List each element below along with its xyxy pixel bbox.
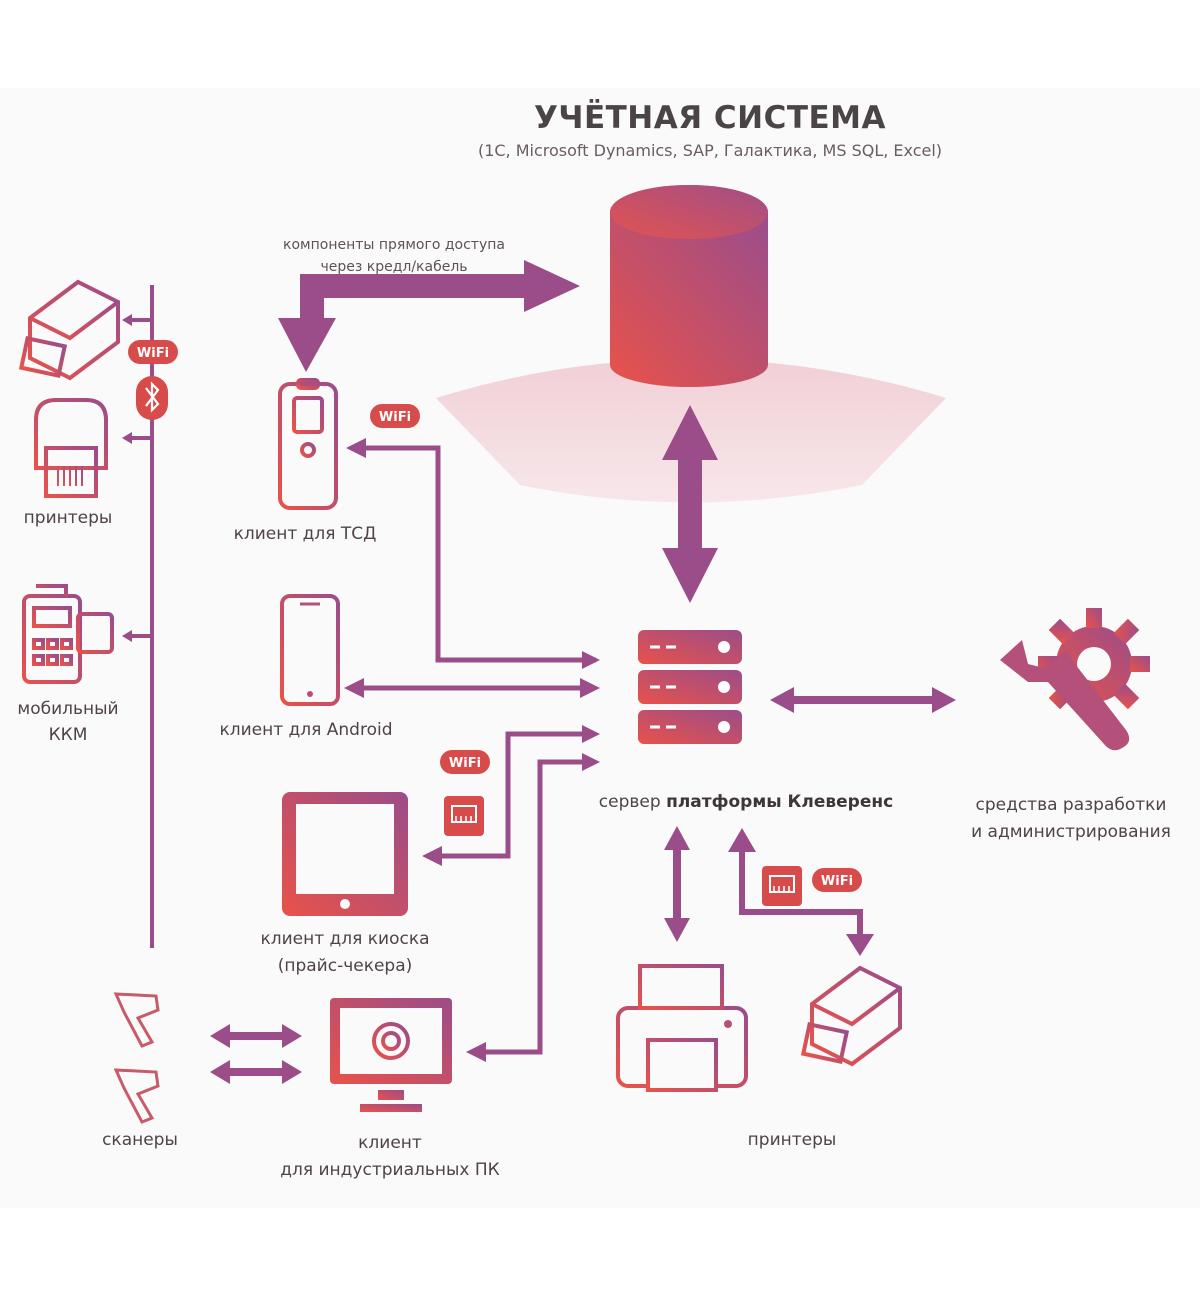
dev-tools-line2: и администрирования	[971, 822, 1171, 842]
printer-icon-left	[34, 398, 108, 498]
industrial-line2: для индустриальных ПК	[280, 1160, 500, 1180]
printer-arrow	[664, 826, 690, 942]
android-client-label: клиент для Android	[219, 720, 393, 740]
mobile-kkm-line2: ККМ	[48, 725, 88, 745]
printer-icon-bottom	[616, 964, 748, 1092]
page-subtitle: (1С, Microsoft Dynamics, SAP, Галактика,…	[477, 141, 943, 160]
tsd-icon	[278, 378, 338, 510]
tsd-connection	[364, 445, 596, 663]
mobile-kkm-icon	[22, 584, 114, 684]
wrench-gear-icon	[1000, 608, 1150, 751]
industrial-client-label: клиент для индустриальных ПК	[240, 1130, 540, 1184]
scanner-icon-2	[113, 1068, 160, 1124]
kiosk-line1: клиент для киоска	[260, 929, 430, 949]
server-icon	[638, 630, 742, 744]
android-phone-icon	[280, 594, 340, 706]
printers-bottom-label: принтеры	[747, 1130, 837, 1150]
direct-access-line2: через кредл/кабель	[320, 259, 468, 275]
scanner-arrows	[210, 1024, 302, 1084]
scanners-label: сканеры	[102, 1130, 178, 1150]
ethernet-badge-kiosk	[444, 796, 484, 836]
database-icon	[610, 185, 768, 387]
server-label-prefix: сервер	[598, 792, 667, 812]
direct-access-line1: компоненты прямого доступа	[283, 237, 505, 253]
diagram-panel	[0, 88, 1200, 1208]
bluetooth-badge	[136, 376, 168, 420]
label-printer-connection	[739, 850, 863, 936]
printers-left-label: принтеры	[23, 508, 113, 528]
svg-text:WiFi: WiFi	[821, 874, 853, 889]
mobile-kkm-label: мобильный ККМ	[0, 696, 136, 748]
kiosk-client-label: клиент для киоска (прайс-чекера)	[220, 926, 470, 980]
wifi-badge-left: WiFi	[128, 340, 178, 364]
kiosk-line2: (прайс-чекера)	[277, 956, 413, 976]
kiosk-tablet-icon	[282, 792, 408, 916]
label-printer-icon-left	[18, 279, 120, 381]
industrial-line1: клиент	[358, 1133, 422, 1153]
devtools-arrow	[770, 687, 956, 713]
page-title: УЧЁТНАЯ СИСТЕМА	[534, 100, 886, 136]
server-label-bold: платформы Клеверенс	[666, 792, 894, 812]
direct-access-label: компоненты прямого доступа через кредл/к…	[234, 234, 554, 278]
left-bus-arrowheads	[122, 314, 132, 642]
wifi-badge-tsd: WiFi	[370, 404, 420, 428]
tsd-arrowhead	[346, 438, 366, 458]
label-printer-icon-bottom	[800, 965, 902, 1067]
ethernet-badge-printers	[762, 866, 802, 906]
tsd-client-label: клиент для ТСД	[233, 524, 377, 544]
scanner-icon-1	[113, 992, 160, 1048]
industrial-connection	[486, 759, 584, 1055]
dev-tools-label: средства разработки и администрирования	[946, 792, 1196, 846]
dev-tools-line1: средства разработки	[975, 795, 1167, 815]
svg-text:WiFi: WiFi	[449, 756, 481, 771]
wifi-badge-printers: WiFi	[812, 868, 862, 892]
wifi-badge-kiosk: WiFi	[440, 750, 490, 774]
industrial-pc-icon	[330, 998, 452, 1112]
kiosk-connection	[440, 731, 584, 859]
svg-text:WiFi: WiFi	[137, 346, 169, 361]
direct-access-arrow	[278, 260, 580, 372]
db-server-arrow	[662, 405, 718, 603]
server-label: сервер платформы Клеверенс	[556, 792, 936, 812]
svg-text:WiFi: WiFi	[379, 410, 411, 425]
mobile-kkm-line1: мобильный	[17, 699, 119, 719]
